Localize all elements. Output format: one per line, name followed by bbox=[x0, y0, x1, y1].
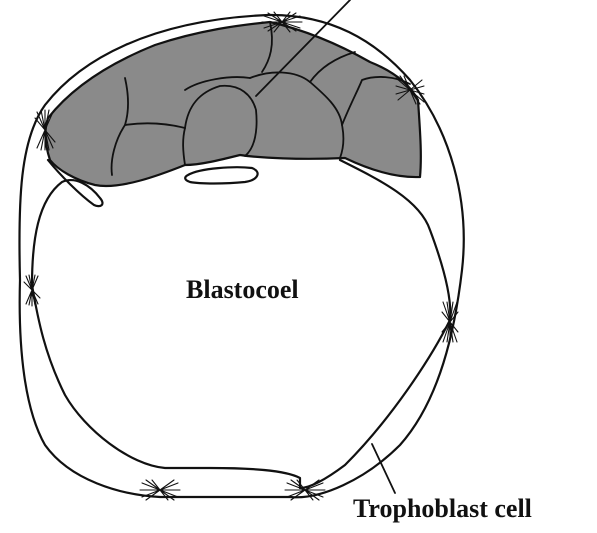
trophoblast-inner-boundary bbox=[32, 160, 450, 488]
trophoblast-cell-label: Trophoblast cell bbox=[353, 494, 532, 523]
elongated-cell bbox=[185, 167, 257, 183]
blastocoel-label: Blastocoel bbox=[186, 275, 299, 304]
trophoblast-pointer-line bbox=[372, 444, 395, 493]
inner-cell-mass bbox=[46, 22, 421, 186]
junction-left bbox=[24, 274, 40, 306]
